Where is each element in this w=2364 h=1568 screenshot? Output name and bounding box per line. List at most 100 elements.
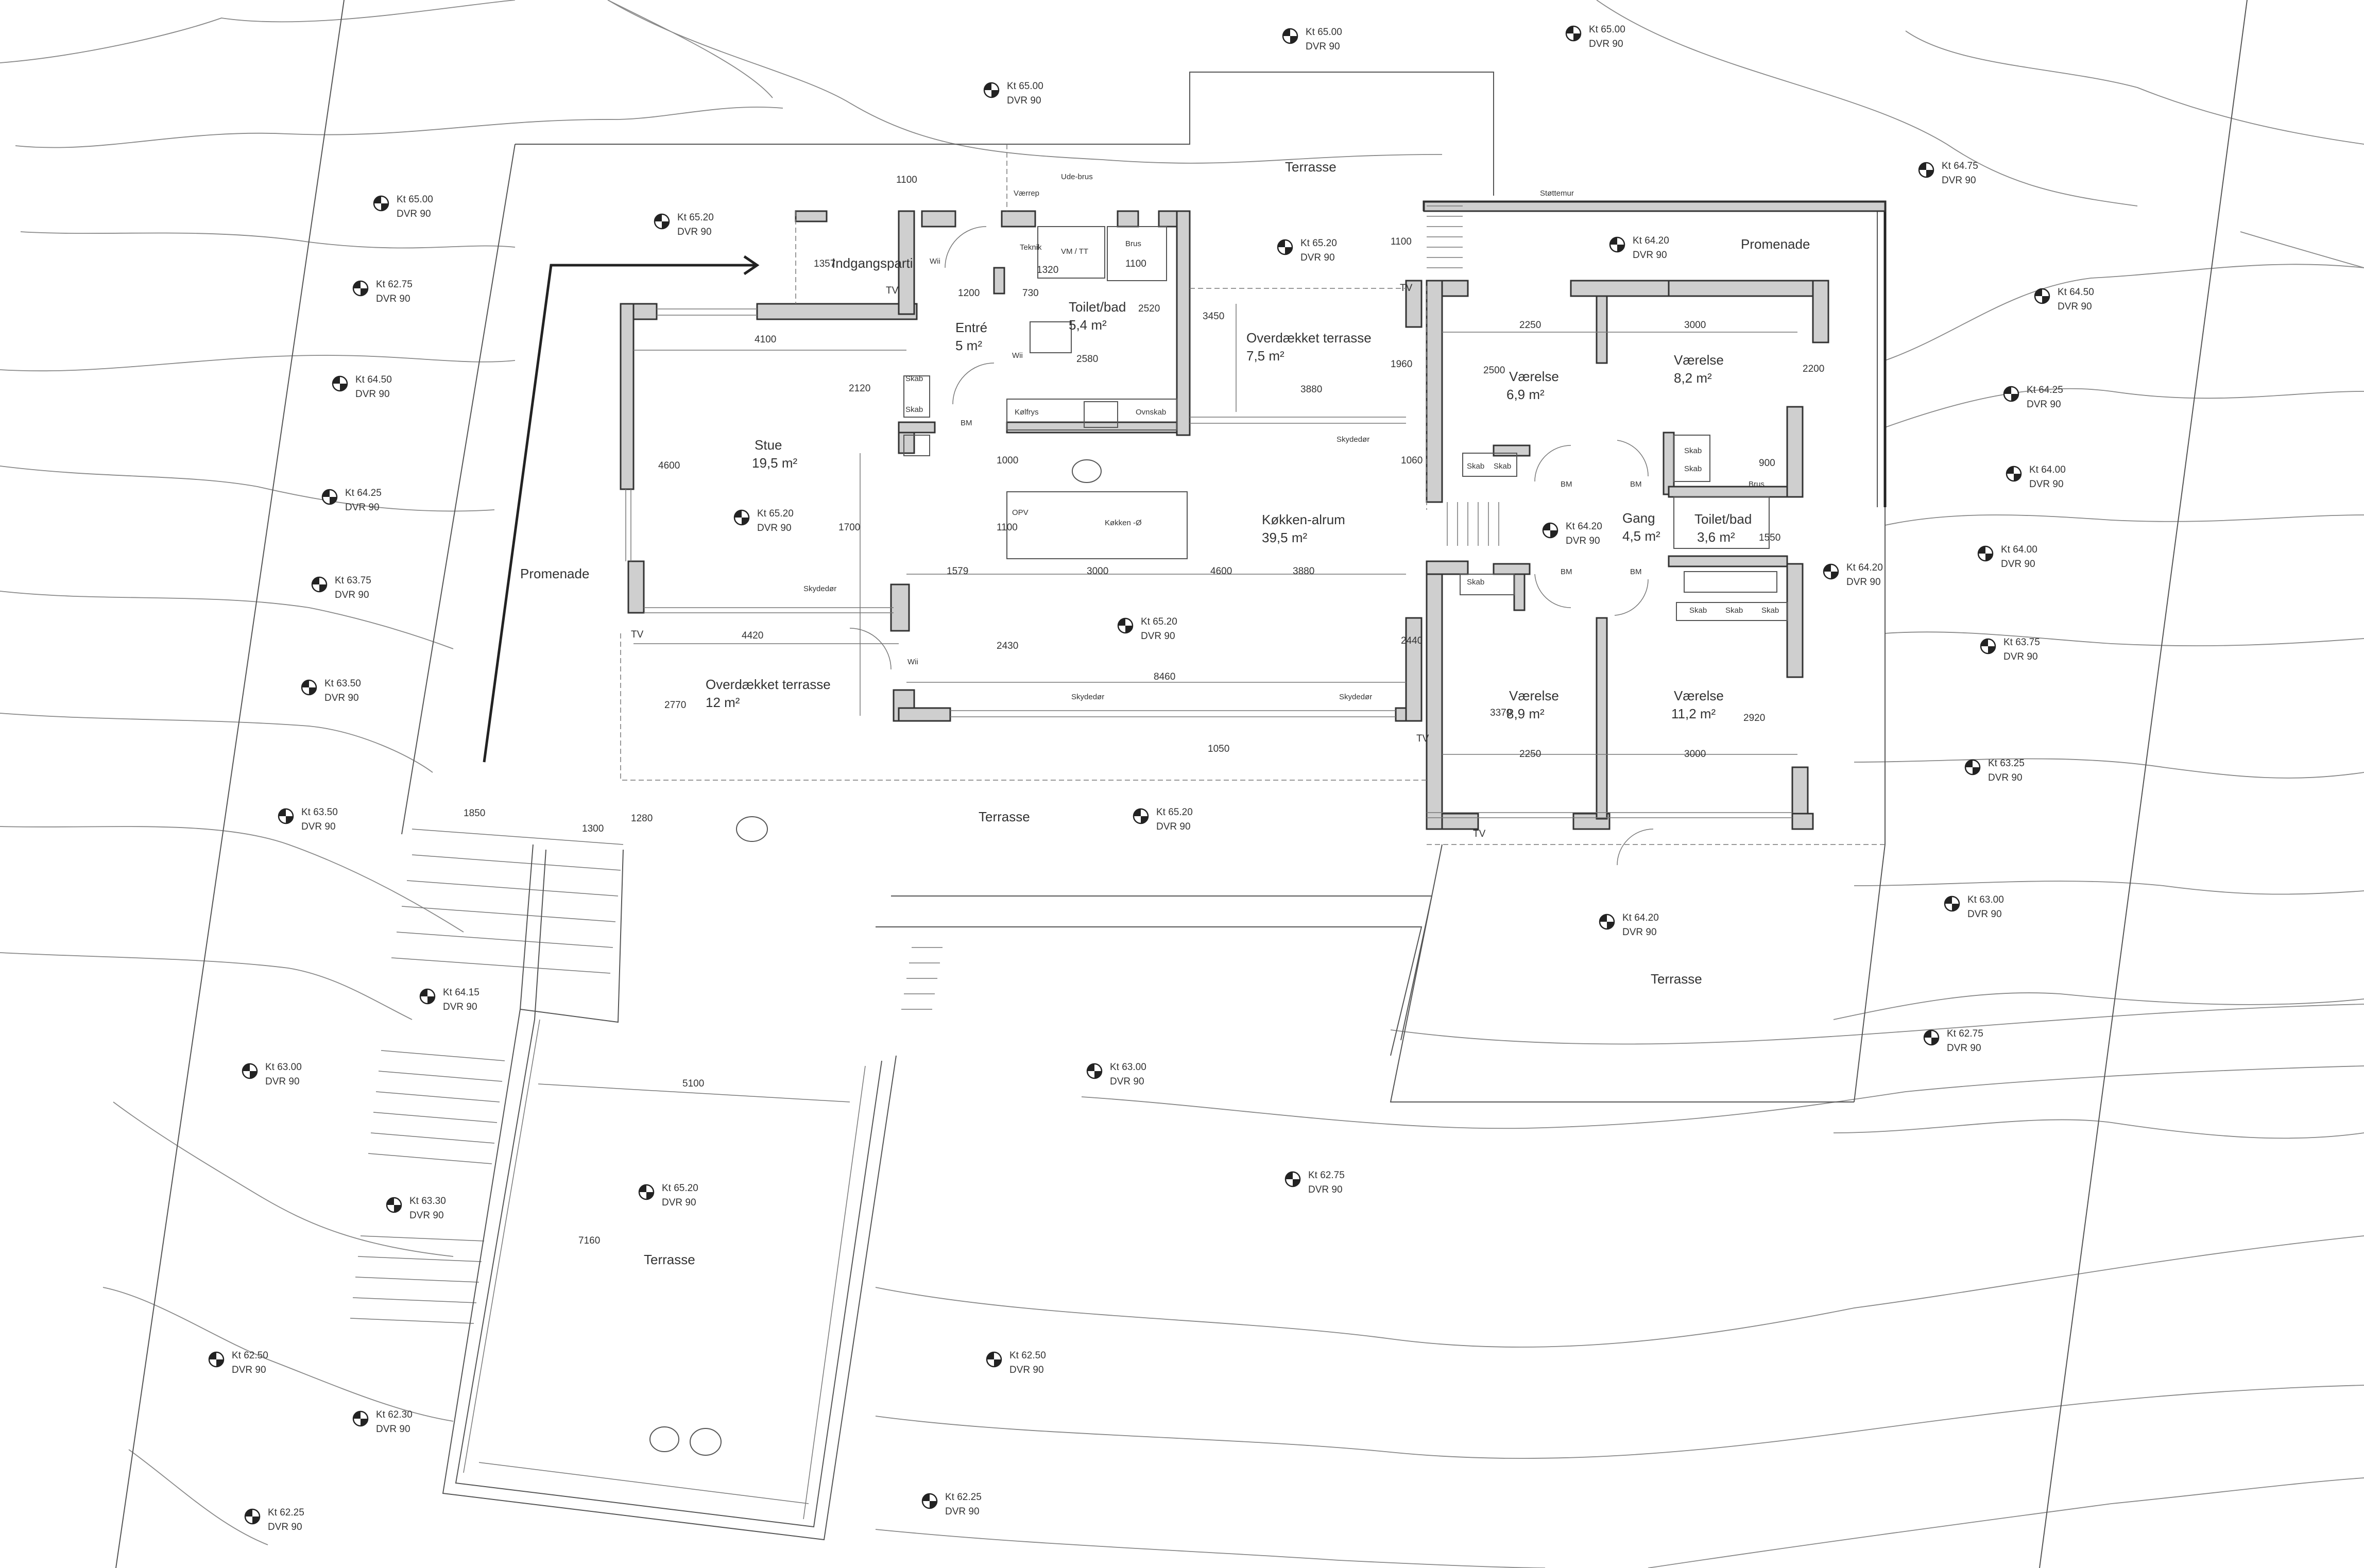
level-kt: Kt 62.30 — [376, 1409, 413, 1420]
level-kt: Kt 62.75 — [376, 279, 413, 290]
dimension-labels: 1100 1357 1200 730 1320 1100 2520 2580 4… — [464, 175, 1824, 1246]
dim-3370: 3370 — [1490, 708, 1512, 718]
dim-4600b: 4600 — [1210, 566, 1232, 577]
level-dvr: DVR 90 — [662, 1197, 696, 1208]
room-vaerelse2-area: 8,2 m² — [1674, 370, 1712, 386]
label-skab-4: Skab — [1494, 462, 1511, 471]
dim-1100b: 1100 — [1125, 259, 1146, 269]
level-kt: Kt 62.50 — [232, 1350, 268, 1361]
dim-2920: 2920 — [1743, 713, 1765, 723]
level-kt: Kt 64.20 — [1566, 521, 1602, 532]
dim-1050: 1050 — [1208, 744, 1229, 754]
level-kt: Kt 63.50 — [324, 678, 361, 689]
level-dvr: DVR 90 — [945, 1506, 980, 1517]
retaining-wall-right — [1423, 200, 1887, 507]
dimension-lines — [538, 304, 1797, 1102]
label-bm-2: BM — [1561, 480, 1572, 489]
label-wii-1: Wii — [930, 257, 940, 266]
stairs — [350, 205, 1499, 1324]
level-dvr: DVR 90 — [376, 294, 410, 304]
room-vaerelse3: Værelse — [1509, 688, 1559, 703]
level-kt: Kt 63.00 — [265, 1062, 302, 1073]
dim-1100c: 1100 — [1391, 236, 1412, 247]
house-walls — [620, 210, 1829, 830]
level-dvr: DVR 90 — [335, 590, 369, 600]
label-brus: Brus — [1125, 239, 1141, 248]
level-dvr: DVR 90 — [324, 693, 359, 703]
label-vm-tt: VM / TT — [1061, 247, 1088, 256]
level-dvr: DVR 90 — [2001, 559, 2035, 570]
level-dvr: DVR 90 — [355, 389, 390, 400]
room-toilet1-area: 5,4 m² — [1069, 317, 1107, 333]
room-toilet2: Toilet/bad — [1694, 511, 1752, 527]
dim-2430: 2430 — [997, 641, 1018, 651]
level-kt: Kt 64.15 — [443, 987, 479, 998]
dim-1280: 1280 — [631, 813, 653, 824]
dim-2520: 2520 — [1138, 303, 1160, 314]
level-dvr: DVR 90 — [345, 502, 380, 513]
plot-boundary-lines — [115, 0, 2248, 1568]
label-skab-3: Skab — [1467, 462, 1484, 471]
dim-1300: 1300 — [582, 823, 604, 834]
level-dvr: DVR 90 — [1306, 41, 1340, 52]
label-wii-2: Wii — [1012, 351, 1023, 360]
level-kt: Kt 65.20 — [1300, 238, 1337, 249]
dim-3000a: 3000 — [1684, 320, 1706, 331]
level-kt: Kt 64.75 — [1942, 161, 1978, 171]
label-brus-2: Brus — [1749, 480, 1765, 489]
dim-1700: 1700 — [838, 522, 860, 533]
deck-outline — [401, 72, 1886, 1102]
room-stue: Stue — [755, 437, 782, 453]
dim-1960: 1960 — [1391, 359, 1412, 370]
pool-terrace-frame — [442, 844, 897, 1541]
dim-2580: 2580 — [1076, 354, 1098, 365]
dim-1100a: 1100 — [896, 175, 917, 185]
label-bm-3: BM — [1630, 480, 1642, 489]
level-dvr: DVR 90 — [409, 1210, 444, 1221]
room-stue-area: 19,5 m² — [752, 455, 797, 471]
level-dvr: DVR 90 — [1300, 252, 1335, 263]
label-bm-1: BM — [961, 419, 972, 427]
dim-2250b: 2250 — [1519, 749, 1541, 760]
level-dvr: DVR 90 — [301, 821, 336, 832]
dim-1550: 1550 — [1759, 532, 1780, 543]
level-dvr: DVR 90 — [1566, 536, 1600, 546]
level-kt: Kt 65.20 — [662, 1183, 698, 1194]
room-overdaekket2: Overdækket terrasse — [706, 677, 831, 692]
level-kt: Kt 65.00 — [1306, 27, 1342, 38]
dim-1357: 1357 — [814, 259, 835, 269]
level-kt: Kt 62.75 — [1947, 1028, 1983, 1039]
level-dvr: DVR 90 — [1633, 250, 1667, 261]
dim-2200: 2200 — [1803, 364, 1824, 374]
dim-2770: 2770 — [664, 700, 686, 711]
level-kt: Kt 65.20 — [677, 212, 714, 223]
dim-5100: 5100 — [682, 1078, 704, 1089]
room-promenade-left: Promenade — [520, 566, 589, 581]
room-vaerelse3-area: 8,9 m² — [1506, 706, 1545, 721]
promenade-path-left — [483, 255, 760, 763]
room-terrasse-mid: Terrasse — [979, 809, 1030, 824]
room-vaerelse2: Værelse — [1674, 352, 1724, 368]
label-opv: OPV — [1012, 508, 1029, 517]
level-kt: Kt 63.25 — [1988, 758, 2025, 769]
level-kt: Kt 62.25 — [945, 1492, 982, 1503]
room-gang: Gang — [1622, 510, 1655, 526]
room-promenade-right: Promenade — [1741, 236, 1810, 252]
